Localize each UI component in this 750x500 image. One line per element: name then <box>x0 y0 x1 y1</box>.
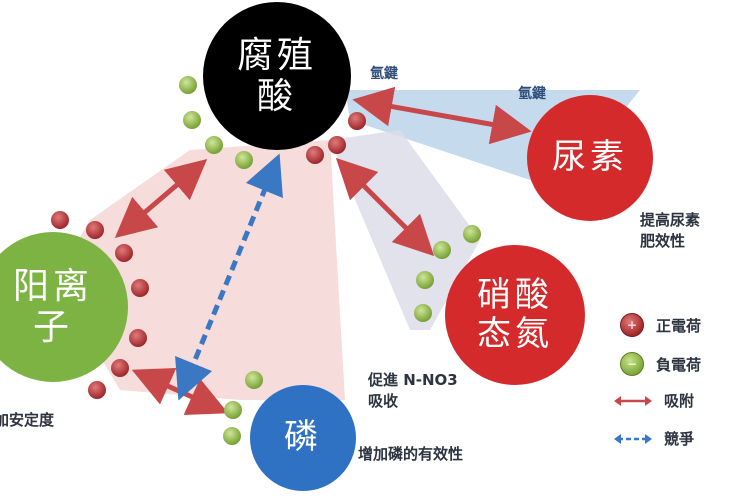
hbond-label-1: 氫鍵 <box>370 66 398 82</box>
adsorption-arrow-humic-nitrate <box>335 157 435 257</box>
humic-acid-label-line2: 酸 <box>256 76 297 117</box>
nitrate-label-line1: 硝酸 <box>477 274 553 315</box>
competition-arrow-humic-phosphorus <box>175 153 283 401</box>
adsorption-arrow-humic-urea <box>352 86 532 145</box>
nitrate-effect-annotation: 促進 N-NO3 吸收 <box>368 371 458 410</box>
positive-charge-icon: + <box>620 313 644 337</box>
urea-label: 尿素 <box>552 137 628 178</box>
phosphorus-node: 磷 <box>250 385 356 491</box>
double-arrow-dashed-icon <box>614 433 652 444</box>
negative-charges-humic <box>179 76 253 169</box>
nitrate-nitrogen-node: 硝酸 态氮 <box>445 245 585 385</box>
legend-negative-charge: − 負電荷 <box>620 352 701 376</box>
legend-competition: 競爭 <box>614 428 694 449</box>
cation-node: 阳离 子 <box>0 232 128 382</box>
legend-adsorption: 吸附 <box>614 390 694 411</box>
humic-acid-node: 腐殖 酸 <box>203 2 351 150</box>
positive-charges-cation <box>51 211 149 399</box>
urea-node: 尿素 <box>527 95 653 221</box>
hbond-label-2: 氫鍵 <box>518 86 546 102</box>
positive-charges-humic <box>306 112 366 164</box>
nitrate-label-line2: 态氮 <box>477 314 553 354</box>
negative-charges-nitrate <box>414 225 481 322</box>
cation-label-line1: 阳离 <box>12 265 93 307</box>
legend-positive-charge: + 正電荷 <box>620 313 701 337</box>
phosphorus-effect-annotation: 增加磷的有效性 <box>358 445 464 463</box>
cation-effect-annotation: 加安定度 <box>0 411 55 429</box>
cation-label-line2: 子 <box>32 307 73 348</box>
double-arrow-solid-icon <box>614 395 652 406</box>
phosphorus-label: 磷 <box>284 417 322 458</box>
humic-acid-label-line1: 腐殖 <box>236 34 317 76</box>
urea-effect-annotation: 提高尿素 肥效性 <box>640 211 701 250</box>
negative-charges-phosphorus <box>223 371 263 445</box>
negative-charge-icon: − <box>620 352 644 376</box>
